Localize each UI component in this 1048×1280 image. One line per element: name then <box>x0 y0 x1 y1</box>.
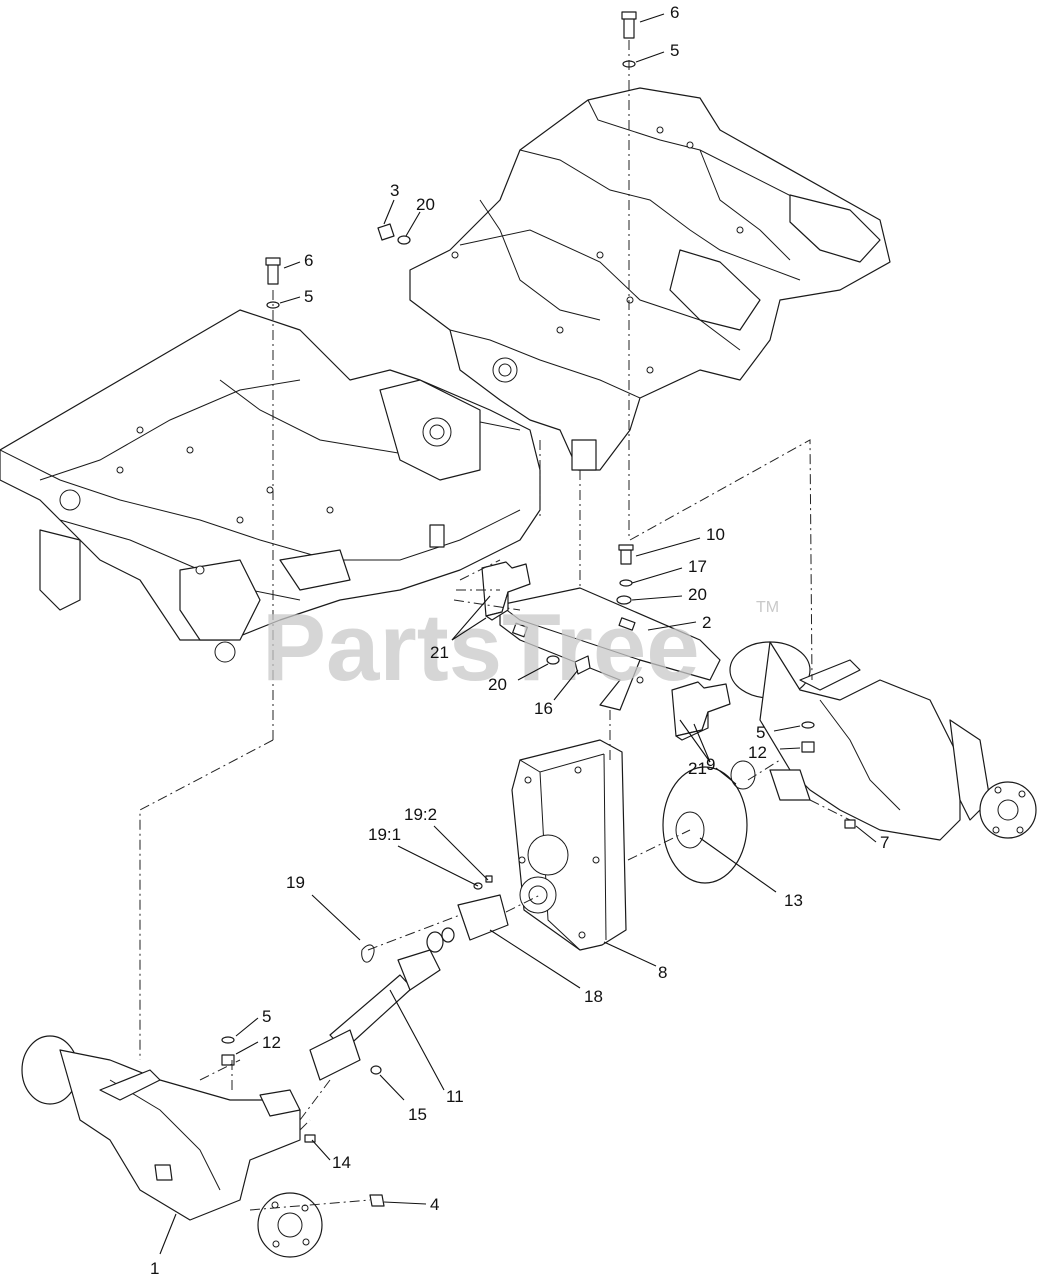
callout-20-right: 20 <box>688 585 707 604</box>
callout-16: 16 <box>534 699 553 718</box>
callout-20-top: 20 <box>416 195 435 214</box>
callout-4: 4 <box>430 1195 439 1214</box>
callout-7: 7 <box>880 833 889 852</box>
brake-disc <box>662 760 756 884</box>
isolator-pads <box>481 561 731 741</box>
bracket-fasteners <box>546 544 634 675</box>
callout-21-left: 21 <box>430 643 449 662</box>
callout-5-top: 5 <box>670 41 679 60</box>
callout-5-right: 5 <box>756 723 765 742</box>
assembly-lines <box>139 40 851 1211</box>
callout-9: 9 <box>706 755 715 774</box>
callout-12-left-axle: 12 <box>262 1033 281 1052</box>
callout-5-left: 5 <box>304 287 313 306</box>
callout-1: 1 <box>150 1259 159 1278</box>
callout-labels: 6 5 3 20 6 5 10 17 20 2 21 20 16 5 12 21… <box>150 3 889 1278</box>
callout-19-1: 19:1 <box>368 825 401 844</box>
leader-lines <box>159 13 877 1255</box>
callout-6-left: 6 <box>304 251 313 270</box>
callout-10: 10 <box>706 525 725 544</box>
front-axle <box>21 1035 385 1258</box>
callout-19: 19 <box>286 873 305 892</box>
callout-8: 8 <box>658 963 667 982</box>
callout-17: 17 <box>688 557 707 576</box>
callout-18: 18 <box>584 987 603 1006</box>
watermark-text: PartsTree <box>262 594 700 701</box>
watermark-trademark: TM <box>756 599 779 616</box>
callout-19-2: 19:2 <box>404 805 437 824</box>
callout-14: 14 <box>332 1153 351 1172</box>
callout-21-right: 21 <box>688 759 707 778</box>
drive-shaft <box>309 875 509 1081</box>
callout-5-left-axle: 5 <box>262 1007 271 1026</box>
callout-15: 15 <box>408 1105 427 1124</box>
callout-2: 2 <box>702 613 711 632</box>
callout-11: 11 <box>446 1087 464 1106</box>
rear-axle <box>729 641 1037 841</box>
top-hardware <box>265 11 637 309</box>
callout-12-right: 12 <box>748 743 767 762</box>
callout-20-bracket: 20 <box>488 675 507 694</box>
rear-frame <box>409 87 891 471</box>
callout-6-top: 6 <box>670 3 679 22</box>
callout-3: 3 <box>390 181 399 200</box>
front-frame <box>0 309 541 663</box>
callout-13: 13 <box>784 891 803 910</box>
gearbox <box>511 739 627 951</box>
